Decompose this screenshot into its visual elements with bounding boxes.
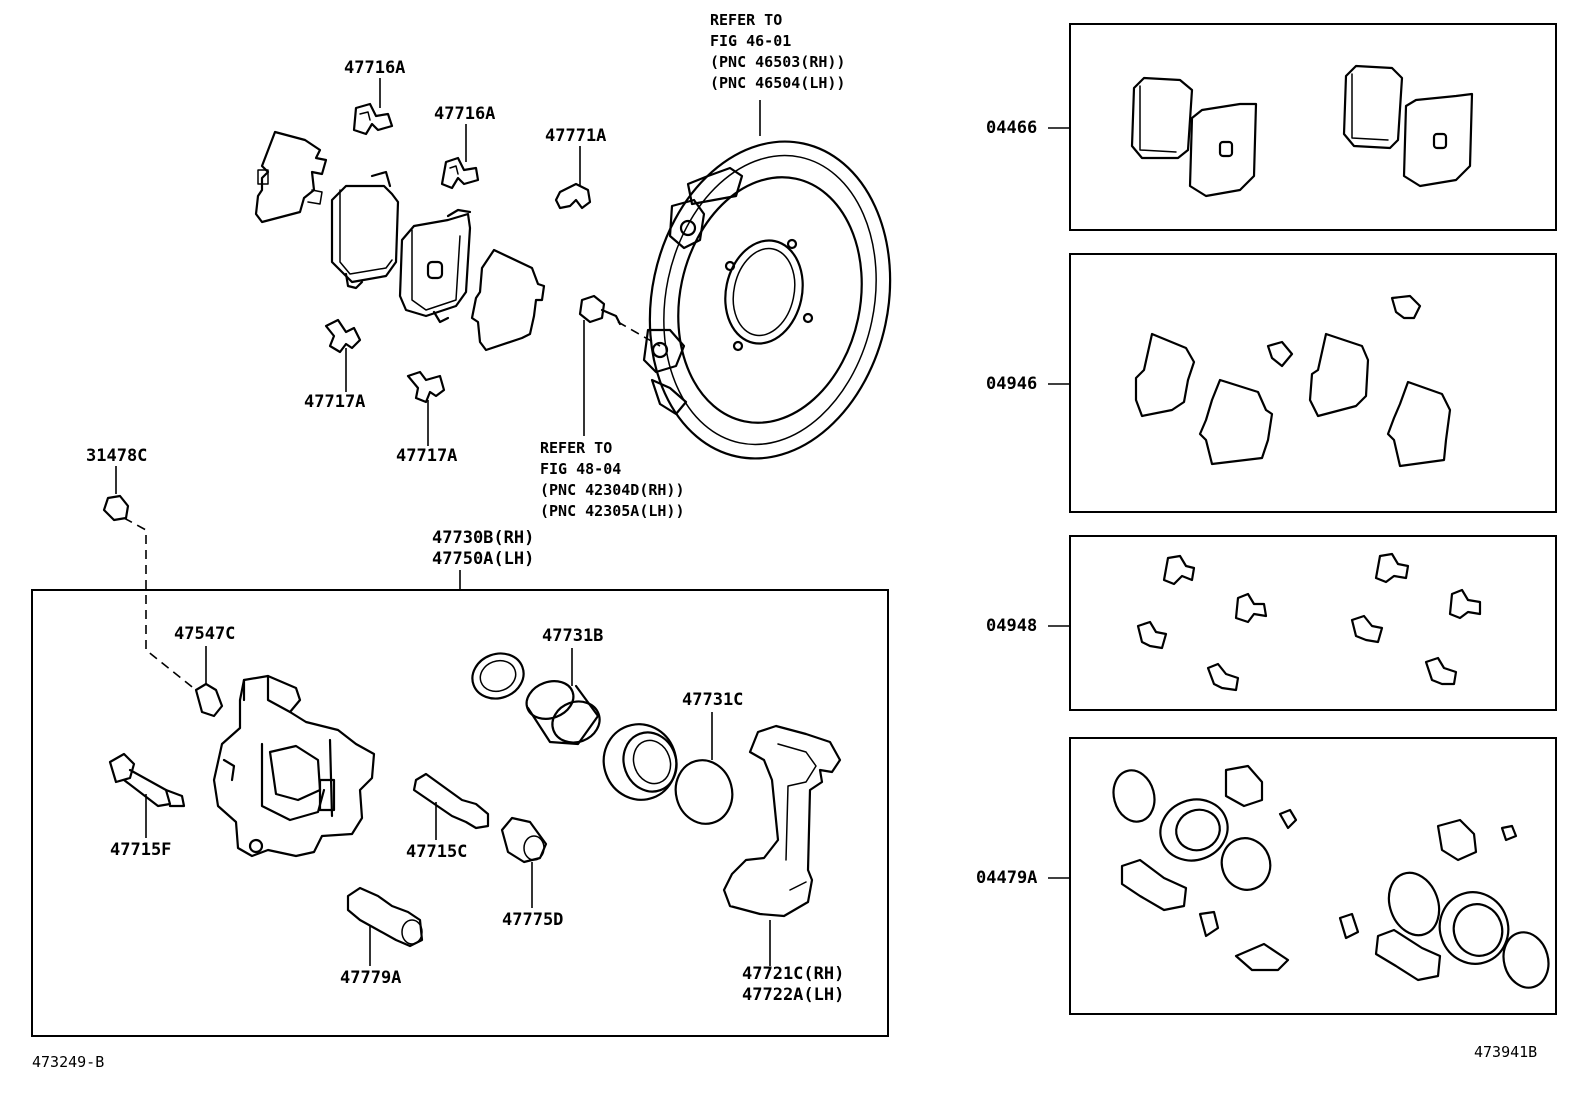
figure-code-left: 473249-B xyxy=(32,1053,105,1071)
slide-pin-47715f xyxy=(108,752,186,838)
kit-label-04479a: 04479A xyxy=(976,868,1038,888)
pad-wear-clip-47771a xyxy=(554,182,592,210)
piston xyxy=(525,648,601,746)
hub-bolt xyxy=(578,294,661,347)
figure-code-right: 473941B xyxy=(1474,1043,1538,1061)
caliper-assembly-label: 47730B(RH) 47750A(LH) xyxy=(432,528,534,570)
part-label-47717a-2: 47717A xyxy=(396,446,458,466)
bushing-47779a xyxy=(346,886,424,966)
kit-04479a-seals xyxy=(1112,764,1550,989)
part-label-31478c: 31478C xyxy=(86,446,148,466)
caliper-cylinder xyxy=(212,674,376,858)
caliper-assembly-lh: 47750A(LH) xyxy=(432,549,535,569)
part-label-47547c: 47547C xyxy=(174,624,236,644)
reference-line: FIG 48-04 xyxy=(540,460,622,478)
reference-line: (PNC 42304D(RH)) xyxy=(540,481,685,499)
reference-line: REFER TO xyxy=(710,11,783,29)
cylinder-boot-ring xyxy=(471,652,525,700)
kit-04946-shims xyxy=(1134,294,1452,468)
part-label-47716a-1: 47716A xyxy=(344,58,406,78)
part-label-47779a: 47779A xyxy=(340,968,402,988)
mounting-rh: 47721C(RH) xyxy=(742,964,845,984)
reference-line: (PNC 42305A(LH)) xyxy=(540,502,685,520)
caliper-mounting xyxy=(722,724,842,966)
pad-support-plate-47717a-1 xyxy=(324,318,362,354)
kit-04948-clips xyxy=(1136,552,1482,692)
pad-support-plate-47716a-2 xyxy=(440,156,480,190)
anti-squeal-shim-outer xyxy=(254,130,328,224)
backing-plate-reference: REFER TO FIG 46-01 (PNC 46503(RH)) (PNC … xyxy=(710,10,845,94)
kit-box-04466 xyxy=(1069,23,1557,231)
anti-squeal-shim-inner xyxy=(470,248,546,352)
slide-bushing-boot xyxy=(500,816,548,908)
reference-line: REFER TO xyxy=(540,439,613,457)
caliper-assembly-rh: 47730B(RH) xyxy=(432,528,535,548)
part-label-47775d: 47775D xyxy=(502,910,564,930)
kit-box-04948 xyxy=(1069,535,1557,711)
part-label-47717a-1: 47717A xyxy=(304,392,366,412)
reference-line: (PNC 46503(RH)) xyxy=(710,53,846,71)
kit-label-04946: 04946 xyxy=(986,374,1038,394)
pad-support-plate-47716a-1 xyxy=(352,102,394,136)
bleeder-plug-cap xyxy=(102,494,197,691)
cylinder-boot xyxy=(602,723,678,801)
mounting-lh: 47722A(LH) xyxy=(742,985,845,1005)
leader-lines-upper xyxy=(115,78,585,494)
part-label-47731b: 47731B xyxy=(542,626,604,646)
part-label-47716a-2: 47716A xyxy=(434,104,496,124)
slide-pin-47715c xyxy=(412,772,490,840)
bolt-reference: REFER TO FIG 48-04 (PNC 42304D(RH)) (PNC… xyxy=(540,438,685,522)
part-label-47771a: 47771A xyxy=(545,126,607,146)
disc-brake-dust-cover xyxy=(642,100,892,460)
bleeder-plug xyxy=(194,646,224,718)
mounting-label: 47721C(RH) 47722A(LH) xyxy=(742,964,844,1006)
part-label-47731c: 47731C xyxy=(682,690,744,710)
kit-box-04946 xyxy=(1069,253,1557,513)
kit-label-04948: 04948 xyxy=(986,616,1038,636)
part-label-47715c: 47715C xyxy=(406,842,468,862)
part-label-47715f: 47715F xyxy=(110,840,172,860)
pad-support-plate-47717a-2 xyxy=(406,370,446,404)
kit-box-04479a xyxy=(1069,737,1557,1015)
reference-line: (PNC 46504(LH)) xyxy=(710,74,846,92)
piston-seal xyxy=(674,712,734,825)
brake-pad-outer xyxy=(330,170,400,290)
brake-pad-inner xyxy=(398,208,472,324)
kit-04466-pads xyxy=(1130,64,1474,198)
reference-line: FIG 46-01 xyxy=(710,32,792,50)
kit-label-04466: 04466 xyxy=(986,118,1038,138)
